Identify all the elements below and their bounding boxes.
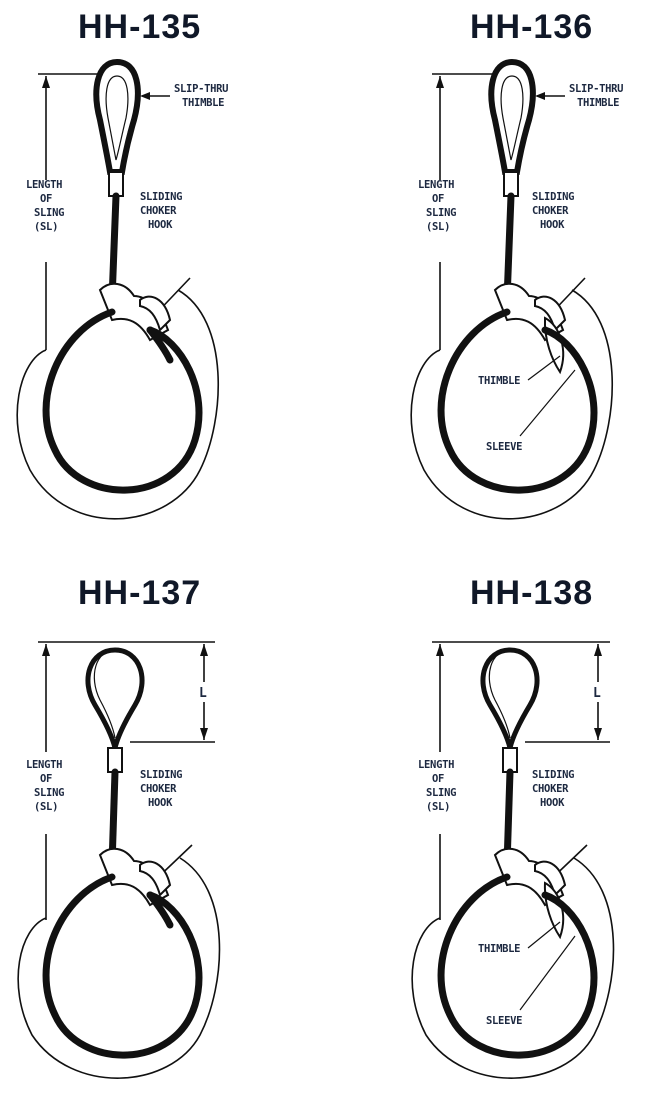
figure-hh-135: HH-135 SLIP-THRU THIMBLE LENGTH OF SLING… [16,8,229,520]
length-label-2: OF [40,193,52,205]
eye-dimension-arrow-top-icon [594,644,602,656]
hook-label-3: HOOK [540,797,565,809]
figure-title: HH-135 [78,8,201,46]
sleeve-label: SLEEVE [486,441,522,453]
eye-length-label: L [593,686,601,701]
ferrule [107,747,123,773]
hook-label-1: SLIDING [140,191,182,203]
sleeve-label: SLEEVE [486,1015,522,1027]
rope-tail [146,891,174,929]
sleeve-leader [519,935,576,1011]
eye-dimension-arrow-top-icon [200,644,208,656]
rope-tail [146,326,174,364]
leader-arrow-icon [140,92,150,100]
thimble-leader [527,921,561,949]
hook-label-3: HOOK [540,219,565,231]
outer-hook-arc [410,289,613,520]
dimension-arrow-icon [42,76,50,88]
length-label-1: LENGTH [26,179,62,191]
ferrule [108,171,124,197]
hook-label-3: HOOK [148,797,173,809]
eye-strand-line [488,649,511,739]
outer-hook-arc [17,857,221,1079]
thimble-label: THIMBLE [478,375,520,387]
sleeve-leader [519,369,576,437]
length-label-4: (SL) [426,221,450,233]
wire-rope [108,192,120,304]
length-label-3: SLING [426,787,456,799]
rope-loop [437,308,598,494]
eye-length-label: L [199,686,207,701]
length-label-4: (SL) [34,221,58,233]
hook-label-1: SLIDING [140,769,182,781]
slip-thru-label-1: SLIP-THRU [569,83,623,95]
length-label-4: (SL) [426,801,450,813]
length-label-2: OF [432,773,444,785]
rope-loop [437,873,598,1059]
hook-label-1: SLIDING [532,191,574,203]
slip-thru-label-1: SLIP-THRU [174,83,228,95]
figure-hh-137: HH-137 L LENGTH OF SLING (SL) SLIDING CH… [17,574,221,1079]
ferrule [502,747,518,773]
length-label-4: (SL) [34,801,58,813]
outer-hook-arc [16,289,219,520]
hook-label-2: CHOKER [140,783,177,795]
slip-thru-label-2: THIMBLE [577,97,619,109]
figure-title: HH-138 [470,574,593,612]
leader-arrow-icon [535,92,545,100]
slip-thru-label-2: THIMBLE [182,97,224,109]
eye-length-label-bg [590,682,606,702]
thimble-inner-line [500,75,524,161]
length-label-3: SLING [426,207,456,219]
length-label-2: OF [432,193,444,205]
hook-tip [139,295,172,332]
hook-label-3: HOOK [148,219,173,231]
ferrule [503,171,519,197]
hook-tip [139,860,172,897]
figure-hh-136: HH-136 SLIP-THRU THIMBLE LENGTH OF SLING… [410,8,624,520]
length-label-1: LENGTH [418,179,454,191]
length-label-2: OF [40,773,52,785]
figure-title: HH-136 [470,8,593,46]
dimension-arrow-icon [436,644,444,656]
length-label-1: LENGTH [26,759,62,771]
rope-loop [42,308,203,494]
wire-rope [503,192,515,304]
rope-loop [42,873,203,1059]
thimble-label: THIMBLE [478,943,520,955]
thimble-leader [527,355,561,381]
hook-label-2: CHOKER [532,783,569,795]
eye-strand-line [93,649,116,739]
hook-label-2: CHOKER [140,205,177,217]
figure-hh-138: HH-138 L LENGTH OF SLING (SL) SLIDING CH… [411,574,615,1079]
eye-length-label-bg [196,682,212,702]
eye-dimension-arrow-bottom-icon [200,728,208,740]
outer-hook-arc [411,857,615,1079]
dimension-arrow-icon [42,644,50,656]
length-label-1: LENGTH [418,759,454,771]
dimension-arrow-icon [436,76,444,88]
eye-dimension-arrow-bottom-icon [594,728,602,740]
hook-label-2: CHOKER [532,205,569,217]
length-label-3: SLING [34,207,64,219]
thimble-inner-line [105,75,129,161]
hook-label-1: SLIDING [532,769,574,781]
figure-title: HH-137 [78,574,201,612]
length-label-3: SLING [34,787,64,799]
